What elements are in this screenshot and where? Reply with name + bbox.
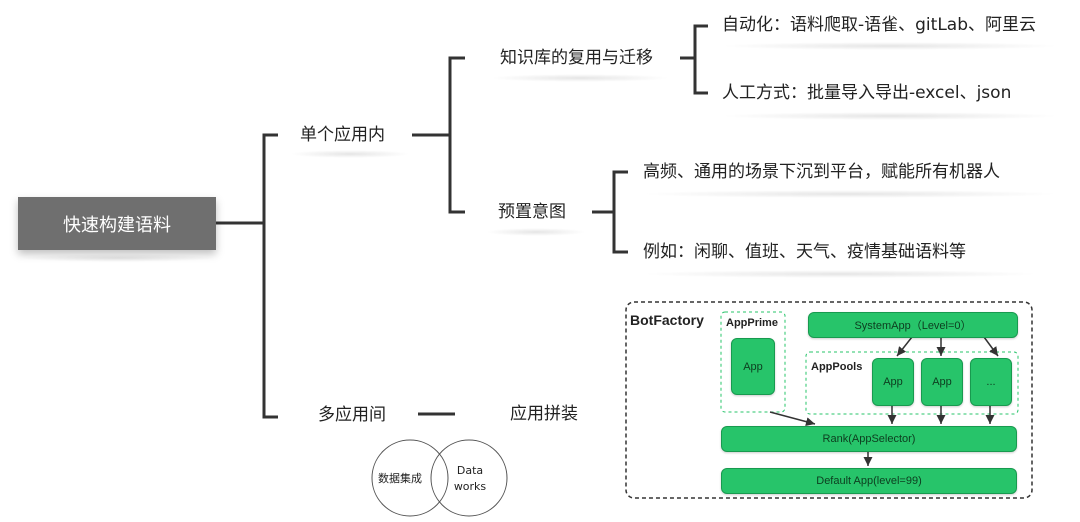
app-label: ... (986, 376, 996, 388)
botfactory-title: BotFactory (630, 312, 704, 328)
appprime-app-node: App (731, 338, 775, 395)
systemapp-node: SystemApp（Level=0） (808, 312, 1018, 338)
node-shadow (490, 74, 670, 82)
leaf-preset-high-freq: 高频、通用的场景下沉到平台，赋能所有机器人 (643, 162, 1000, 182)
pool-app-node: ... (970, 358, 1012, 406)
node-preset: 预置意图 (498, 202, 566, 222)
default-app-node: Default App(level=99) (721, 468, 1017, 494)
leaf-shadow (640, 190, 1060, 198)
leaf-shadow (640, 270, 1040, 278)
node-multi-app: 多应用间 (318, 405, 386, 425)
node-app-assembly: 应用拼装 (510, 404, 578, 424)
app-label: App (883, 376, 903, 388)
rank-label: Rank(AppSelector) (822, 433, 916, 445)
appprime-title: AppPrime (726, 317, 778, 329)
leaf-preset-examples: 例如：闲聊、值班、天气、疫情基础语料等 (643, 242, 966, 262)
default-app-label: Default App(level=99) (816, 475, 922, 487)
venn-label-data-integration: 数据集成 (378, 472, 422, 485)
app-label: App (932, 376, 952, 388)
node-shadow (290, 150, 410, 158)
leaf-reuse-manual: 人工方式：批量导入导出-excel、json (722, 83, 1012, 103)
rank-node: Rank(AppSelector) (721, 426, 1017, 452)
apppools-title: AppPools (811, 361, 863, 373)
app-label: App (743, 360, 763, 373)
root-label: 快速构建语料 (63, 214, 171, 236)
pool-app-node: App (921, 358, 963, 406)
leaf-shadow (720, 112, 1060, 120)
root-shadow (20, 254, 216, 262)
node-reuse: 知识库的复用与迁移 (500, 48, 653, 68)
pool-app-node: App (872, 358, 914, 406)
systemapp-label: SystemApp（Level=0） (854, 320, 972, 332)
leaf-reuse-auto: 自动化：语料爬取-语雀、gitLab、阿里云 (722, 15, 1036, 35)
venn-label-dataworks: Data works (453, 464, 487, 493)
node-single-app: 单个应用内 (300, 125, 385, 145)
leaf-shadow (720, 42, 1060, 50)
root-node: 快速构建语料 (18, 197, 216, 250)
node-shadow (486, 228, 586, 236)
